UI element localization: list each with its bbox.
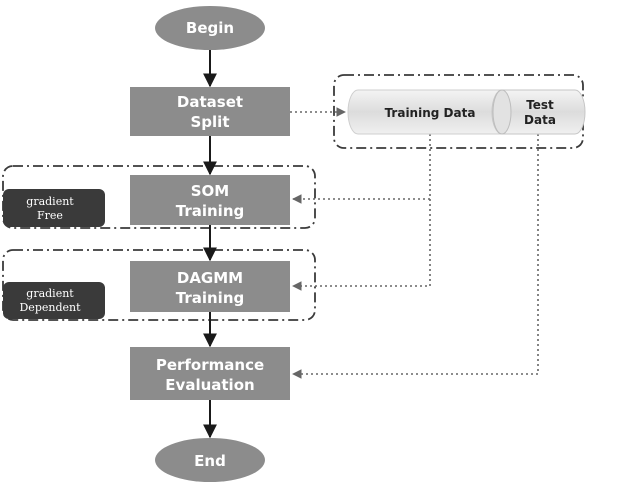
arrow-training-data-to-som: [292, 134, 431, 204]
end-label: End: [194, 452, 226, 470]
dagmm-training-line2: Training: [176, 289, 244, 307]
dagmm-training-line1: DAGMM: [177, 269, 243, 287]
dataset-split-line2: Split: [191, 113, 230, 131]
som-training-node: SOM Training: [130, 175, 290, 225]
gradient-dependent-line2: Dependent: [19, 301, 81, 314]
gradient-dependent-badge: gradient Dependent: [3, 282, 105, 319]
som-training-line1: SOM: [191, 182, 229, 200]
gradient-free-line2: Free: [37, 209, 63, 222]
gradient-free-group: [2, 165, 316, 229]
arrow-test-data-to-eval: [292, 134, 539, 379]
gradient-dependent-line1: gradient: [26, 287, 74, 300]
begin-label: Begin: [186, 19, 234, 37]
gradient-free-badge: gradient Free: [3, 189, 105, 227]
data-store: Training Data Test Data: [347, 89, 586, 135]
performance-evaluation-node: Performance Evaluation: [130, 347, 290, 400]
arrow-training-data-to-dagmm: [292, 199, 431, 291]
som-training-line2: Training: [176, 202, 244, 220]
data-store-group: [333, 74, 584, 149]
performance-evaluation-line1: Performance: [156, 356, 264, 374]
dataset-split-node: Dataset Split: [130, 87, 290, 136]
test-data-line1: Test: [526, 98, 554, 112]
test-data-line2: Data: [524, 113, 556, 127]
dagmm-training-node: DAGMM Training: [130, 261, 290, 312]
training-data-label: Training Data: [385, 106, 476, 120]
test-data-cylinder: [491, 89, 586, 135]
performance-evaluation-line2: Evaluation: [165, 376, 254, 394]
end-node: End: [155, 438, 265, 482]
dataset-split-line1: Dataset: [177, 93, 243, 111]
gradient-free-line1: gradient: [26, 195, 74, 208]
gradient-dependent-group: [2, 249, 316, 321]
begin-node: Begin: [155, 6, 265, 50]
